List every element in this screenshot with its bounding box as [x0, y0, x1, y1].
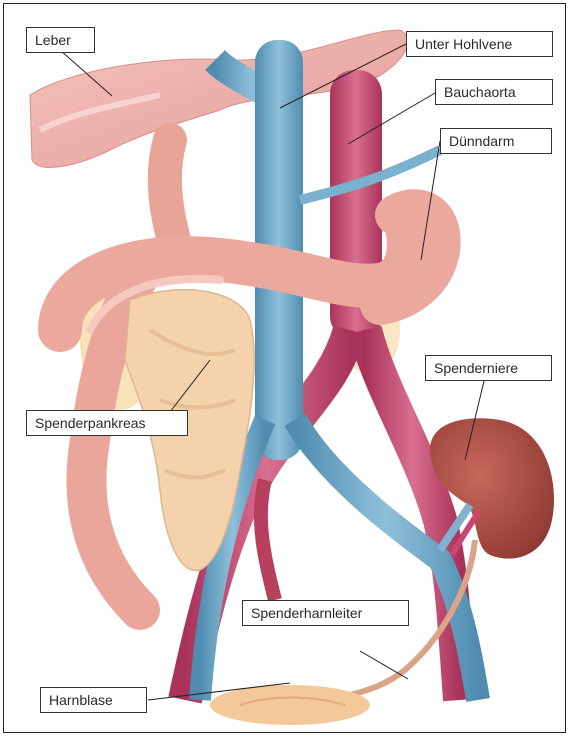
kidney-illustration [430, 418, 554, 558]
label-bauchaorta: Bauchaorta [435, 79, 553, 105]
label-leber: Leber [26, 27, 95, 53]
label-spenderharnleiter: Spenderharnleiter [242, 600, 409, 626]
leader-line-spenderharnleiter [360, 651, 408, 679]
label-unter-hohlvene: Unter Hohlvene [406, 31, 553, 57]
label-harnblase: Harnblase [40, 687, 147, 713]
label-duenndarm: Dünndarm [440, 128, 552, 154]
label-spenderniere: Spenderniere [425, 355, 552, 381]
label-spenderpankreas: Spenderpankreas [26, 410, 188, 436]
bladder-illustration [210, 685, 370, 725]
